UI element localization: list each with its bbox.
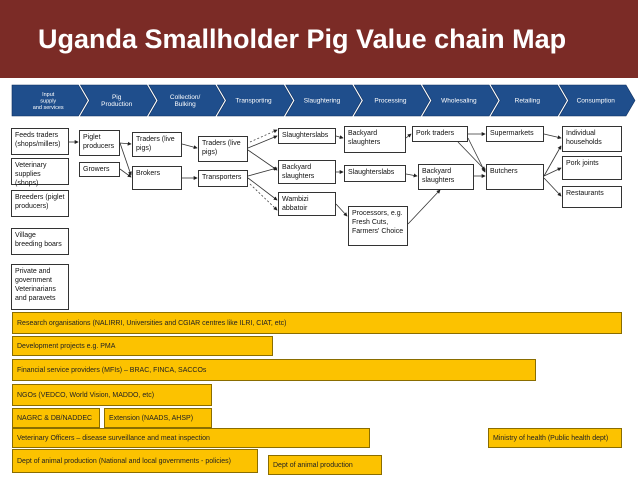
bar-ministry-health: Ministry of health (Public health dept) [488, 428, 622, 448]
bar-dept-production: Dept of animal production [268, 455, 382, 475]
stage-chevron [422, 84, 499, 117]
input-veterinarians: Private and government Veterinarians and… [11, 264, 69, 310]
node-processors: Processors, e.g. Fresh Cuts, Farmers' Ch… [348, 206, 408, 246]
node-butchers: Butchers [486, 164, 544, 190]
bar-research-organisations: Research organisations (NALIRRI, Univers… [12, 312, 622, 334]
node-individual-households: Individual households [562, 126, 622, 152]
bar-ngos: NGOs (VEDCO, World Vision, MADDO, etc) [12, 384, 212, 406]
node-pork-joints: Pork joints [562, 156, 622, 180]
stage-label: Retailing [515, 98, 541, 105]
bar-dept-production-national: Dept of animal production (National and … [12, 449, 258, 473]
node-supermarkets: Supermarkets [486, 126, 544, 142]
stage-chevron [353, 84, 431, 117]
bar-financial-providers: Financial service providers (MFIs) – BRA… [12, 359, 536, 381]
node-backyard-slaughters: Backyard slaughters [278, 160, 336, 184]
node-growers: Growers [79, 162, 120, 177]
stage-label: Slaughtering [304, 98, 341, 105]
stage-chevron [148, 84, 225, 117]
node-traders-live-pigs-bulking: Traders (live pigs) [132, 132, 182, 157]
stage-chevron [285, 84, 362, 117]
node-brokers: Brokers [132, 166, 182, 190]
node-transporters: Transporters [198, 170, 248, 187]
node-traders-live-pigs-transport: Traders (live pigs) [198, 136, 248, 162]
stage-chevron [11, 84, 88, 117]
node-processing-backyard: Backyard slaughters [344, 126, 406, 153]
bar-development-projects: Development projects e.g. PMA [12, 336, 273, 356]
page-title: Uganda Smallholder Pig Value chain Map [38, 24, 567, 54]
node-wholesale-backyard: Backyard slaughters [418, 164, 474, 190]
title-bar: Uganda Smallholder Pig Value chain Map [0, 0, 638, 78]
stage-chevron [79, 84, 157, 117]
node-slaughterslabs: Slaughterslabs [278, 128, 336, 144]
node-pork-traders: Pork traders [412, 126, 468, 142]
stage-label: Wholesaling [441, 98, 477, 105]
bar-veterinary-officers: Veterinary Officers – disease surveillan… [12, 428, 370, 448]
input-village-boars: Village breeding boars [11, 228, 69, 255]
stage-label: Transporting [235, 98, 272, 105]
stage-chevron [559, 84, 636, 117]
bar-nagrc: NAGRC & DB/NADDEC [12, 408, 100, 428]
stage-chevron [216, 84, 294, 117]
node-restaurants: Restaurants [562, 186, 622, 208]
input-breeders: Breeders (piglet producers) [11, 190, 69, 217]
stage-label: Consumption [577, 98, 616, 105]
stage-label: Collection/Bulking [170, 94, 201, 108]
stage-chevron [490, 84, 567, 117]
bar-extension: Extension (NAADS, AHSP) [104, 408, 212, 428]
node-processing-slaughterslabs: Slaughterslabs [344, 165, 406, 182]
input-veterinary-supplies: Veterinary supplies (shops) [11, 158, 69, 187]
stage-label: Processing [374, 98, 407, 105]
node-piglet-producers: Piglet producers [79, 130, 120, 156]
node-wambizi-abbatoir: Wambizi abbatoir [278, 192, 336, 216]
input-feeds-traders: Feeds traders (shops/millers) [11, 128, 69, 155]
